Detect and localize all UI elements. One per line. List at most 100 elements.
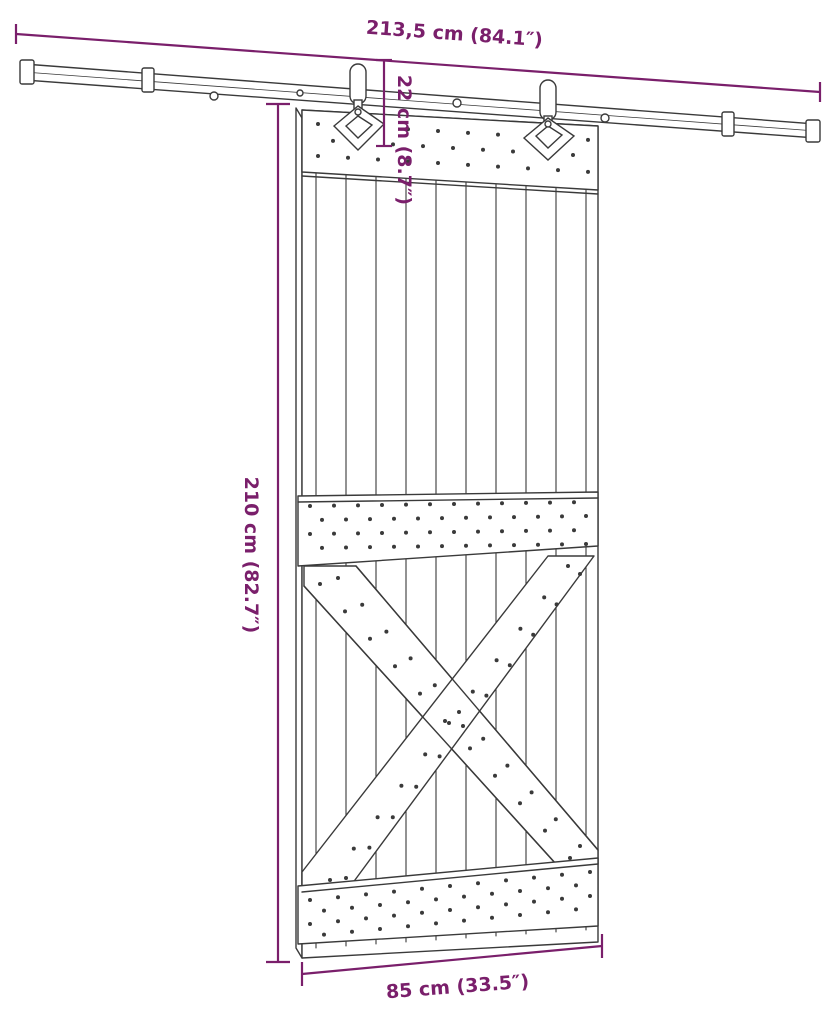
nail-dot xyxy=(504,902,508,907)
label-door-height: 210 cm (82.7″) xyxy=(240,477,262,634)
nail-dot xyxy=(390,815,395,820)
nail-dot xyxy=(448,884,452,888)
nail-dot xyxy=(500,501,504,506)
nail-dot xyxy=(322,908,326,913)
wall-bracket-right xyxy=(721,111,735,137)
dimension-lines xyxy=(14,24,822,986)
nail-dot xyxy=(560,542,564,547)
hanger-strap-right xyxy=(522,79,576,161)
nail-dot xyxy=(488,515,492,520)
nail-dot xyxy=(423,752,428,757)
nail-dot xyxy=(462,894,466,899)
nail-dot xyxy=(464,515,468,520)
nail-dot xyxy=(518,889,522,893)
nail-dot xyxy=(332,531,336,536)
dimension-line-rail-length xyxy=(15,32,821,94)
nail-dot xyxy=(308,898,312,902)
nail-dot xyxy=(406,924,410,929)
nail-dot xyxy=(336,895,340,900)
nail-dot xyxy=(420,910,424,915)
nail-dot xyxy=(548,528,552,533)
nail-dot xyxy=(344,876,348,880)
nail-dot xyxy=(518,626,523,631)
nail-dot xyxy=(542,595,547,600)
nail-dot xyxy=(500,529,504,534)
nail-dot xyxy=(529,790,534,795)
nail-dot xyxy=(437,754,442,759)
nail-dot xyxy=(380,502,384,507)
nail-dot xyxy=(560,872,564,877)
nail-dot xyxy=(546,910,550,915)
nail-dot xyxy=(466,162,470,167)
nail-dot xyxy=(584,542,588,547)
nail-dot xyxy=(451,145,455,150)
nail-dot xyxy=(332,503,336,508)
nail-dot xyxy=(428,502,432,507)
nail-dot xyxy=(560,514,564,519)
nail-dot xyxy=(488,543,492,548)
nail-dot xyxy=(461,724,465,728)
rail-end-cap-left xyxy=(19,59,35,85)
nail-dot xyxy=(511,149,515,154)
nail-dot xyxy=(560,896,564,901)
wall-bracket-left xyxy=(141,67,155,93)
nail-dot xyxy=(436,161,440,166)
nail-dot xyxy=(481,736,486,741)
nail-dot xyxy=(457,710,461,714)
nail-dot xyxy=(336,576,340,580)
nail-dot xyxy=(399,783,404,788)
nail-dot xyxy=(392,544,396,549)
nail-dot xyxy=(532,875,536,880)
nail-dot xyxy=(568,856,572,860)
nail-dot xyxy=(378,903,382,907)
nail-dot xyxy=(548,500,552,505)
label-door-width: 85 cm (33.5″) xyxy=(385,971,530,1004)
nail-dot xyxy=(351,846,356,851)
nail-dot xyxy=(322,932,326,937)
nail-dot xyxy=(406,900,410,905)
nail-dot xyxy=(308,532,312,536)
nail-dot xyxy=(452,501,456,506)
nail-dot xyxy=(392,913,396,918)
nail-dot xyxy=(380,530,384,535)
nail-dot xyxy=(554,602,559,607)
nail-dot xyxy=(518,801,522,806)
stopper-icon xyxy=(209,91,219,101)
nail-dot xyxy=(546,886,550,891)
nail-dot xyxy=(447,721,451,725)
nail-dot xyxy=(586,169,590,174)
nail-dot xyxy=(493,773,497,778)
nail-dot xyxy=(434,921,438,926)
nail-dot xyxy=(584,514,588,519)
nail-dot xyxy=(364,892,368,897)
nail-dot xyxy=(406,159,410,164)
nail-dot xyxy=(526,166,530,171)
nail-dot xyxy=(574,883,578,888)
nail-dot xyxy=(367,845,372,850)
nail-dots xyxy=(308,122,592,937)
nail-dot xyxy=(436,129,440,134)
nail-dot xyxy=(556,168,560,173)
nail-dot xyxy=(421,144,425,149)
nail-dot xyxy=(588,870,592,874)
spacer-icon-2 xyxy=(600,113,610,123)
nail-dot xyxy=(532,899,536,904)
rail-end-cap-right xyxy=(805,119,821,143)
nail-dot xyxy=(494,658,499,663)
nail-dot xyxy=(416,516,420,521)
nail-dot xyxy=(578,844,582,848)
nail-dot xyxy=(448,908,452,912)
nail-dot xyxy=(588,894,592,898)
nail-dot xyxy=(356,503,360,508)
nail-dot xyxy=(490,891,494,896)
nail-dot xyxy=(452,529,456,534)
nail-dot xyxy=(320,517,324,522)
nail-dot xyxy=(572,528,576,533)
nail-dot xyxy=(512,515,516,520)
nail-dot xyxy=(384,629,389,634)
nail-dot xyxy=(505,763,510,768)
nail-dot xyxy=(572,500,576,505)
nail-dot xyxy=(543,828,547,833)
nail-dot xyxy=(414,784,419,789)
